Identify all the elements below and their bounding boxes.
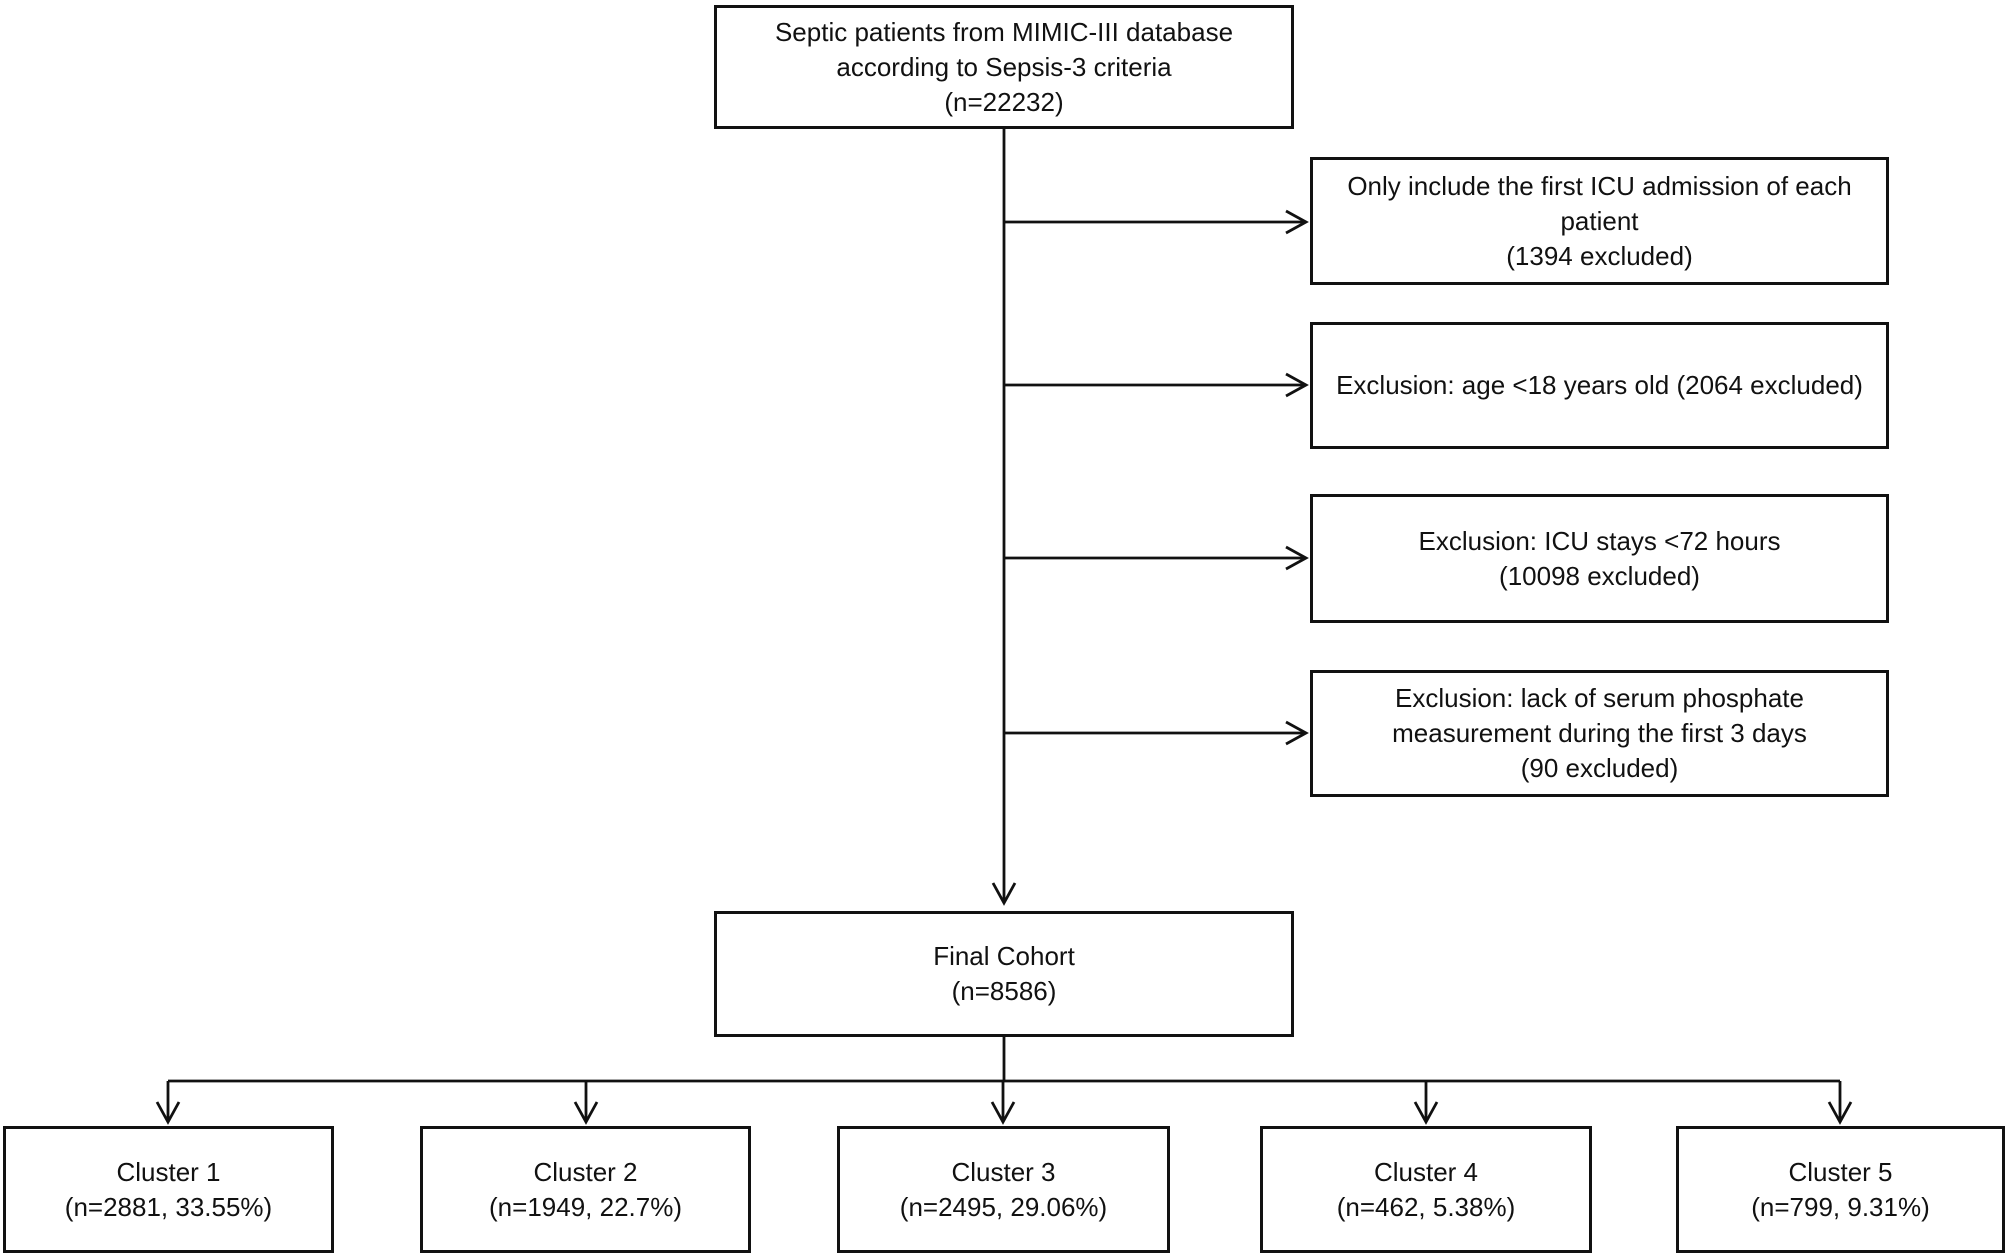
final-cohort-label: Final Cohort (n=8586)	[933, 941, 1075, 1006]
exclusion-box-first-icu-admission: Only include the first ICU admission of …	[1310, 157, 1889, 285]
exclusion-box-phosphate: Exclusion: lack of serum phosphate measu…	[1310, 670, 1889, 797]
exclusion-box-age: Exclusion: age <18 years old (2064 exclu…	[1310, 322, 1889, 449]
exclusion-icu-stay-label: Exclusion: ICU stays <72 hours (10098 ex…	[1418, 525, 1781, 591]
exclusion-phosphate-label: Exclusion: lack of serum phosphate measu…	[1392, 683, 1807, 783]
exclusion-age-label: Exclusion: age <18 years old (2064 exclu…	[1336, 370, 1863, 400]
cluster-4-box: Cluster 4 (n=462, 5.38%)	[1260, 1126, 1592, 1253]
cluster-1-box: Cluster 1 (n=2881, 33.55%)	[3, 1126, 334, 1253]
cluster-5-box: Cluster 5 (n=799, 9.31%)	[1676, 1126, 2005, 1253]
cluster-2-label: Cluster 2 (n=1949, 22.7%)	[489, 1156, 682, 1222]
cluster-4-label: Cluster 4 (n=462, 5.38%)	[1336, 1156, 1516, 1222]
cluster-3-box: Cluster 3 (n=2495, 29.06%)	[837, 1126, 1170, 1253]
cluster-1-label: Cluster 1 (n=2881, 33.55%)	[64, 1156, 273, 1222]
cluster-2-box: Cluster 2 (n=1949, 22.7%)	[420, 1126, 751, 1253]
final-cohort-box: Final Cohort (n=8586)	[714, 911, 1294, 1037]
exclusion-box-icu-stay: Exclusion: ICU stays <72 hours (10098 ex…	[1310, 494, 1889, 623]
source-population-box: Septic patients from MIMIC-III database …	[714, 5, 1294, 129]
cluster-3-label: Cluster 3 (n=2495, 29.06%)	[899, 1156, 1108, 1222]
cluster-5-label: Cluster 5 (n=799, 9.31%)	[1751, 1156, 1930, 1222]
exclusion-first-icu-label: Only include the first ICU admission of …	[1347, 170, 1852, 271]
source-population-label: Septic patients from MIMIC-III database …	[774, 16, 1234, 117]
